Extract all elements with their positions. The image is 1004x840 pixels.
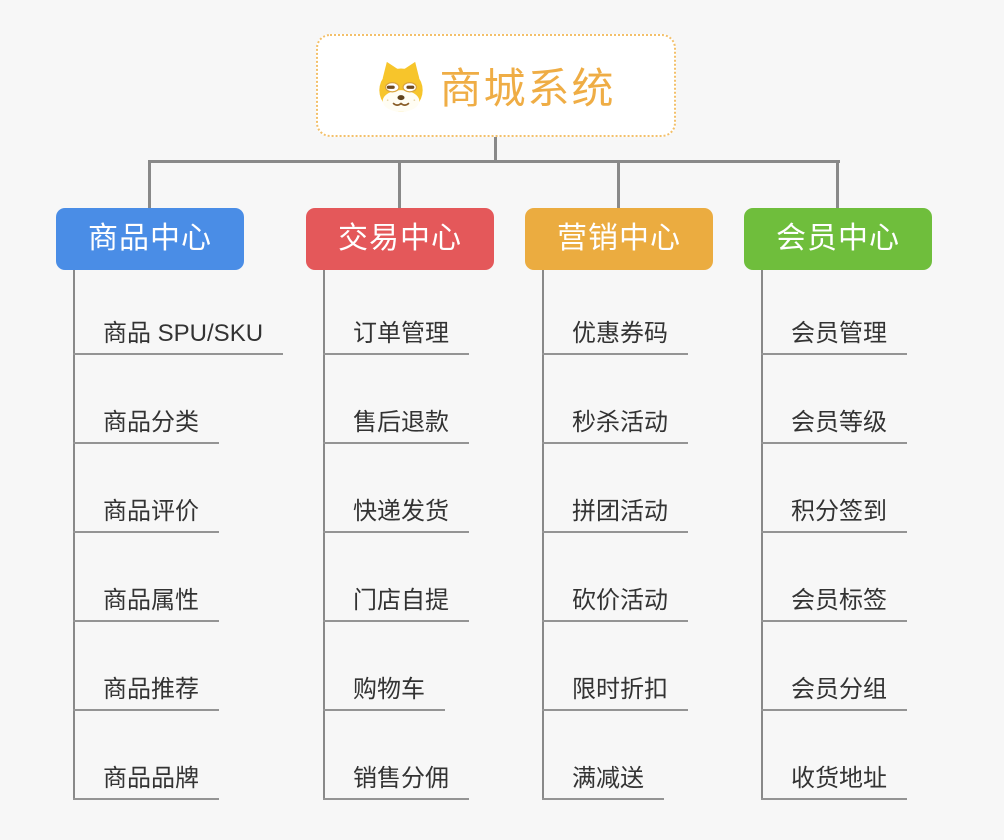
leaf-node-bargain-activity[interactable]: 砍价活动 — [542, 580, 688, 622]
leaf-node-coupon-code[interactable]: 优惠券码 — [542, 313, 688, 355]
leaf-node-member-tag[interactable]: 会员标签 — [761, 580, 907, 622]
leaf-row: 满减送 — [542, 711, 688, 800]
branch-children-trade-center: 订单管理 售后退款 快递发货 门店自提 购物车 销售分佣 — [323, 266, 469, 800]
leaf-node-sales-commission[interactable]: 销售分佣 — [323, 758, 469, 800]
leaf-row: 快递发货 — [323, 444, 469, 533]
branch-children-marketing-center: 优惠券码 秒杀活动 拼团活动 砍价活动 限时折扣 满减送 — [542, 266, 688, 800]
leaf-row: 门店自提 — [323, 533, 469, 622]
branch-node-marketing-center[interactable]: 营销中心 — [525, 208, 713, 270]
leaf-node-product-attribute[interactable]: 商品属性 — [73, 580, 219, 622]
leaf-node-shopping-cart[interactable]: 购物车 — [323, 669, 445, 711]
connector-trunk-product-center — [73, 270, 75, 800]
connector-root-trunk — [494, 137, 497, 163]
leaf-row: 优惠券码 — [542, 266, 688, 355]
leaf-row: 秒杀活动 — [542, 355, 688, 444]
leaf-row: 拼团活动 — [542, 444, 688, 533]
leaf-node-points-checkin[interactable]: 积分签到 — [761, 491, 907, 533]
leaf-row: 会员管理 — [761, 266, 907, 355]
connector-trunk-trade-center — [323, 270, 325, 800]
leaf-row: 限时折扣 — [542, 622, 688, 711]
leaf-node-shipping-address[interactable]: 收货地址 — [761, 758, 907, 800]
leaf-node-express-delivery[interactable]: 快递发货 — [323, 491, 469, 533]
leaf-row: 会员等级 — [761, 355, 907, 444]
connector-horizontal-bar — [148, 160, 840, 163]
leaf-node-member-management[interactable]: 会员管理 — [761, 313, 907, 355]
connector-drop-member-center — [836, 160, 839, 208]
leaf-row: 商品 SPU/SKU — [73, 266, 284, 355]
branch-node-product-center[interactable]: 商品中心 — [56, 208, 244, 270]
leaf-node-product-recommend[interactable]: 商品推荐 — [73, 669, 219, 711]
leaf-row: 收货地址 — [761, 711, 907, 800]
branch-node-trade-center[interactable]: 交易中心 — [306, 208, 494, 270]
connector-drop-trade-center — [398, 160, 401, 208]
leaf-row: 砍价活动 — [542, 533, 688, 622]
leaf-row: 会员标签 — [761, 533, 907, 622]
connector-drop-product-center — [148, 160, 151, 208]
leaf-row: 订单管理 — [323, 266, 469, 355]
leaf-node-order-management[interactable]: 订单管理 — [323, 313, 469, 355]
leaf-node-limited-time-discount[interactable]: 限时折扣 — [542, 669, 688, 711]
branch-children-member-center: 会员管理 会员等级 积分签到 会员标签 会员分组 收货地址 — [761, 266, 907, 800]
connector-drop-marketing-center — [617, 160, 620, 208]
leaf-node-member-level[interactable]: 会员等级 — [761, 402, 907, 444]
leaf-node-store-pickup[interactable]: 门店自提 — [323, 580, 469, 622]
leaf-node-product-brand[interactable]: 商品品牌 — [73, 758, 219, 800]
leaf-node-product-category[interactable]: 商品分类 — [73, 402, 219, 444]
leaf-node-product-review[interactable]: 商品评价 — [73, 491, 219, 533]
leaf-row: 商品评价 — [73, 444, 283, 533]
root-title: 商城系统 — [439, 65, 616, 112]
leaf-row: 会员分组 — [761, 622, 907, 711]
leaf-row: 积分签到 — [761, 444, 907, 533]
connector-trunk-member-center — [761, 270, 763, 800]
leaf-node-product-spu-sku[interactable]: 商品 SPU/SKU — [73, 313, 284, 355]
branch-children-product-center: 商品 SPU/SKU 商品分类 商品评价 商品属性 商品推荐 商品品牌 — [73, 266, 284, 800]
leaf-row: 购物车 — [323, 622, 469, 711]
leaf-node-flash-sale[interactable]: 秒杀活动 — [542, 402, 688, 444]
leaf-row: 商品属性 — [73, 533, 283, 622]
leaf-row: 商品推荐 — [73, 622, 283, 711]
root-node[interactable]: 商城系统 — [316, 34, 676, 137]
leaf-row: 商品品牌 — [73, 711, 283, 800]
branch-node-member-center[interactable]: 会员中心 — [744, 208, 932, 270]
leaf-node-member-group[interactable]: 会员分组 — [761, 669, 907, 711]
shiba-dog-icon — [379, 61, 424, 112]
connector-trunk-marketing-center — [542, 270, 544, 800]
leaf-node-full-reduction[interactable]: 满减送 — [542, 758, 664, 800]
leaf-node-after-sales-refund[interactable]: 售后退款 — [323, 402, 469, 444]
leaf-row: 销售分佣 — [323, 711, 469, 800]
leaf-node-group-buying[interactable]: 拼团活动 — [542, 491, 688, 533]
leaf-row: 售后退款 — [323, 355, 469, 444]
leaf-row: 商品分类 — [73, 355, 283, 444]
